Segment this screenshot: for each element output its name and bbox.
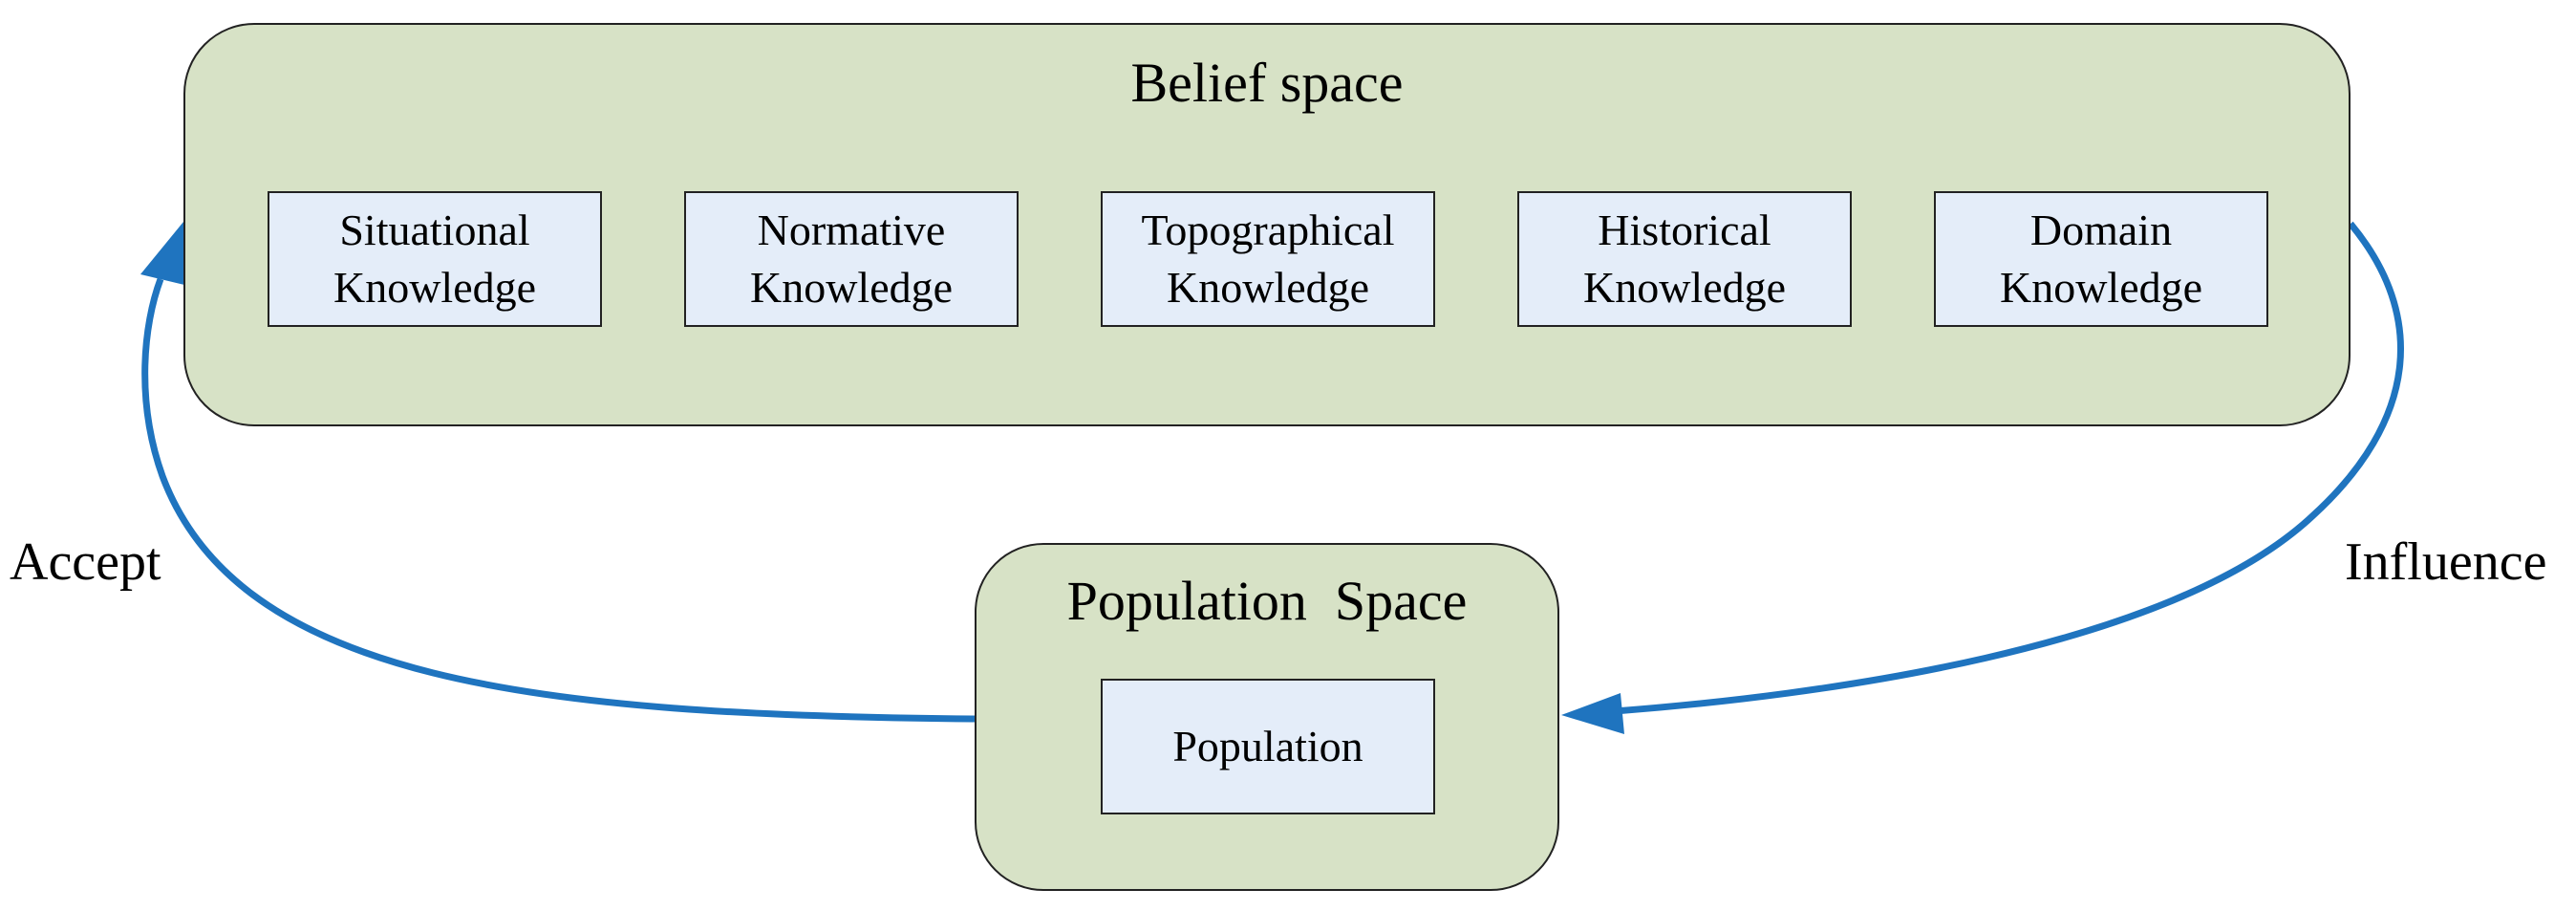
historical-knowledge-box: Historical Knowledge — [1517, 191, 1852, 327]
accept-arrowhead — [140, 222, 184, 285]
accept-label: Accept — [10, 532, 161, 592]
knowledge-label-line1: Normative — [757, 206, 946, 254]
knowledge-label-line1: Historical — [1598, 206, 1771, 254]
normative-knowledge-box: Normative Knowledge — [684, 191, 1019, 327]
accept-arrow-line — [141, 277, 976, 723]
population-box: Population — [1101, 679, 1435, 814]
knowledge-label-line2: Knowledge — [1582, 263, 1787, 312]
knowledge-label-line1: Domain — [2029, 206, 2173, 254]
population-space-container: Population Space Population — [975, 543, 1559, 891]
belief-space-title: Belief space — [1130, 52, 1404, 114]
knowledge-label-line1: Situational — [339, 206, 530, 254]
influence-arrowhead — [1561, 693, 1624, 734]
topographical-knowledge-box: Topographical Knowledge — [1101, 191, 1435, 327]
situational-knowledge-box: Situational Knowledge — [268, 191, 602, 327]
belief-space-container: Belief space Situational Knowledge Norma… — [183, 23, 2351, 426]
knowledge-label-line2: Knowledge — [749, 263, 954, 312]
knowledge-label-line2: Knowledge — [1166, 263, 1370, 312]
knowledge-label-line2: Knowledge — [333, 263, 537, 312]
knowledge-label-line1: Topographical — [1141, 206, 1395, 254]
influence-label: Influence — [2345, 532, 2547, 592]
population-label: Population — [1172, 722, 1363, 770]
knowledge-label-line2: Knowledge — [1999, 263, 2203, 312]
population-space-title: Population Space — [1066, 570, 1468, 632]
influence-arrow-line — [1614, 221, 2404, 715]
domain-knowledge-box: Domain Knowledge — [1934, 191, 2268, 327]
